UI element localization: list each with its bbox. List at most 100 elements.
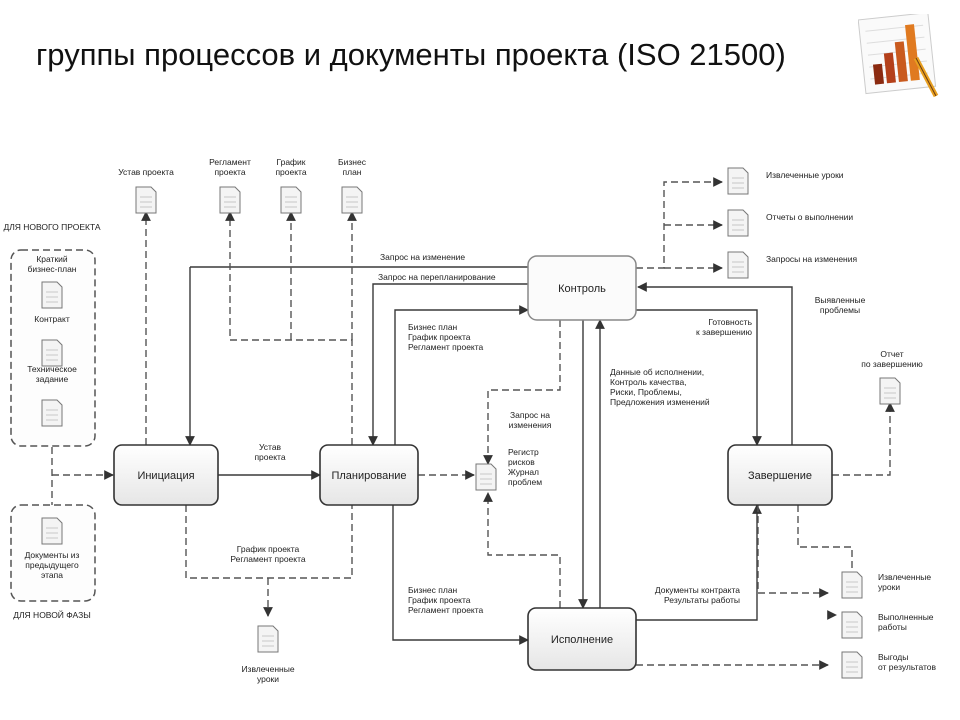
process-label: Контроль [558,283,606,295]
process-control: Контроль [527,255,637,321]
process-label: Инициация [137,470,194,482]
exec-in-label-line: Регламент проекта [408,605,484,615]
top-doc-label-line: Регламент [209,157,251,167]
doc-icon [280,186,302,214]
doc-icon [727,167,749,195]
closing-output-label-line: Извлеченные [878,572,931,582]
doc-icon [727,209,749,237]
charter-label-line: Устав [259,442,282,452]
registers-label-line: Регистр [508,447,539,457]
ready-label-line: Готовность [708,317,752,327]
control-output-label: Запросы на изменения [766,254,858,264]
change-request-label: Запрос на изменение [380,252,465,262]
init-out-label-line: График проекта [237,544,300,554]
top-doc-label-line: Бизнес [338,157,367,167]
exec-data-label-line: Риски, Проблемы, [610,387,682,397]
doc-icon [257,625,279,653]
panel-doc-label-line: Краткий [36,254,68,264]
contract-docs-label-line: Документы контракта [655,585,740,595]
charter-label-line: проекта [254,452,285,462]
panel-doc-label-line: этапа [41,570,63,580]
exec-data-label: Данные об исполнении,Контроль качества,Р… [610,367,710,407]
registers-label-line: рисков [508,457,535,467]
issues-label-line: проблемы [820,305,860,315]
doc-icon [727,251,749,279]
exec-in-label-line: График проекта [408,595,471,605]
init-out-label-line: Регламент проекта [230,554,306,564]
chart-logo-icon [858,14,939,98]
control-output-label: Извлеченные уроки [766,170,844,180]
closing-output-label-line: Выполненные [878,612,934,622]
plan-docs-label-line: Бизнес план [408,322,458,332]
registers-label-line: проблем [508,477,542,487]
process-label: Исполнение [551,634,613,646]
init-lessons-label-line: Извлеченные [241,664,294,674]
closing-output-label-line: от результатов [878,662,937,672]
process-label: Завершение [748,470,812,482]
closing-output-label-line: работы [878,622,907,632]
process-label: Планирование [331,470,406,482]
replan-request-label: Запрос на перепланирование [378,272,496,282]
doc-icon [41,339,63,367]
exec-data-label-line: Контроль качества, [610,377,687,387]
new-phase-panel: ДЛЯ НОВОЙ ФАЗЫ [10,504,96,620]
panel-title: ДЛЯ НОВОЙ ФАЗЫ [13,609,91,620]
doc-icon [475,463,497,491]
doc-icon [841,651,863,679]
closing-report-label-line: Отчет [880,349,903,359]
process-execution: Исполнение [527,607,637,671]
control-output-label: Отчеты о выполнении [766,212,853,222]
doc-icon [219,186,241,214]
dashed-connectors [51,177,895,670]
issues-label-line: Выявленные [815,295,866,305]
replan-request-label-line: Запрос на перепланирование [378,272,496,282]
doc-icon [41,281,63,309]
top-doc-label-line: проекта [275,167,306,177]
top-doc-label-line: График [276,157,305,167]
plan-docs-label-line: Регламент проекта [408,342,484,352]
control-output-label-line: Отчеты о выполнении [766,212,853,222]
process-diagram: ДЛЯ НОВОГО ПРОЕКТА ДЛЯ НОВОЙ ФАЗЫ Инициа… [3,157,937,684]
doc-icon [841,571,863,599]
panel-doc-label-line: Документы из [25,550,80,560]
top-doc-label-line: Устав проекта [118,167,174,177]
panel-title: ДЛЯ НОВОГО ПРОЕКТА [3,222,100,232]
panel-doc-label: Контракт [34,314,70,324]
change-requests-label-line: изменения [509,420,552,430]
init-lessons-label-line: уроки [257,674,279,684]
doc-icon [41,517,63,545]
ready-label-line: к завершению [696,327,753,337]
page-title: группы процессов и документы проекта (IS… [36,37,786,72]
panel-doc-label-line: бизнес-план [28,264,77,274]
exec-data-label-line: Данные об исполнении, [610,367,704,377]
top-doc-label: Устав проекта [118,167,174,177]
process-initiation: Инициация [113,444,219,506]
solid-connectors [185,266,793,645]
control-output-label-line: Запросы на изменения [766,254,858,264]
control-output-label-line: Извлеченные уроки [766,170,844,180]
closing-output-label-line: Выгоды [878,652,908,662]
plan-docs-label-line: График проекта [408,332,471,342]
process-planning: Планирование [319,444,419,506]
document-icons [41,167,901,679]
registers-label-line: Журнал [508,467,539,477]
